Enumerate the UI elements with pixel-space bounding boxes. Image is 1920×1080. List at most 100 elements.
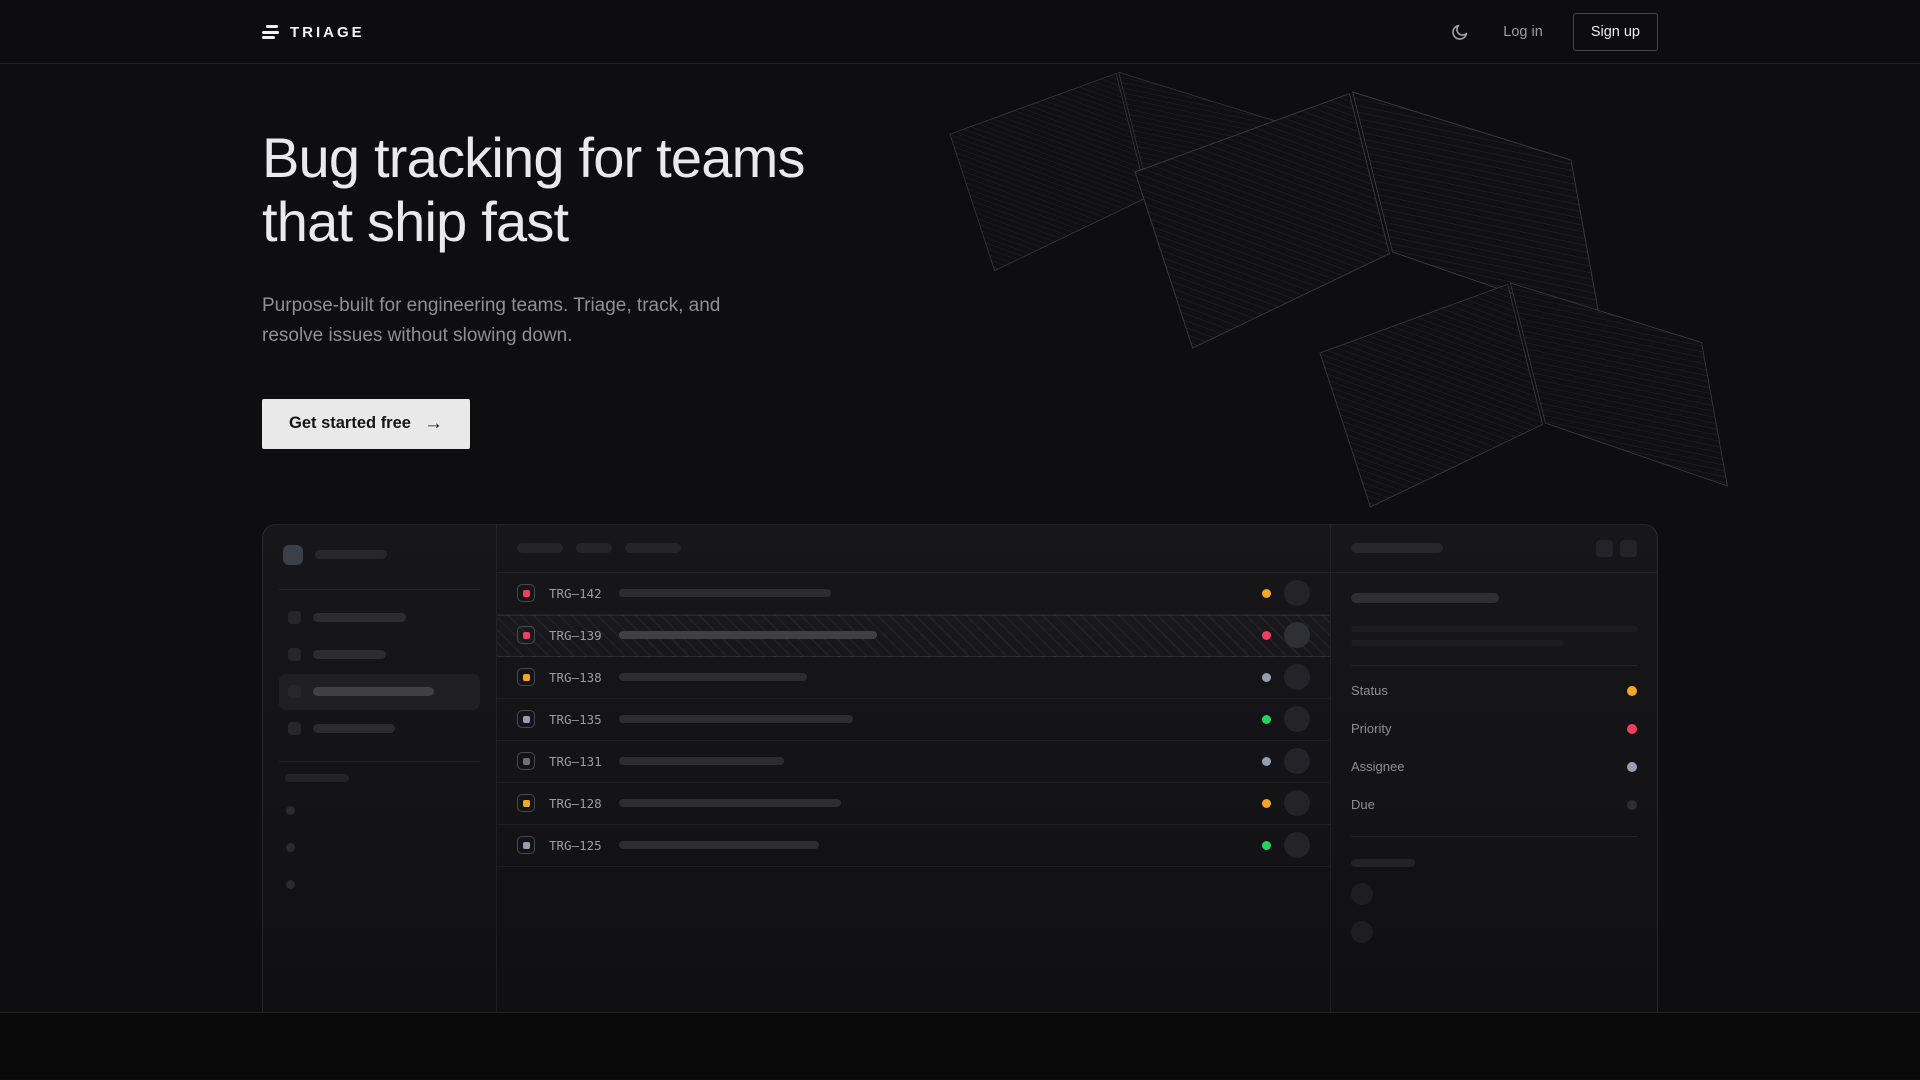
hero-title: Bug tracking for teams that ship fast bbox=[262, 126, 805, 254]
sidebar-item bbox=[279, 637, 480, 673]
issue-detail-panel: Status Priority Assignee Due bbox=[1331, 525, 1657, 1012]
issue-title-skeleton bbox=[619, 631, 877, 640]
detail-body: Status Priority Assignee Due bbox=[1331, 592, 1657, 943]
detail-title-pill-skeleton bbox=[1351, 543, 1443, 554]
issue-title-skeleton bbox=[619, 799, 841, 808]
field-label: Priority bbox=[1351, 721, 1392, 737]
detail-action-button[interactable] bbox=[1596, 539, 1613, 557]
filter-pill-skeleton bbox=[625, 543, 681, 554]
field-label: Status bbox=[1351, 683, 1388, 699]
sidebar-divider bbox=[279, 588, 480, 590]
issue-id: TRG–135 bbox=[549, 711, 602, 727]
issue-row[interactable]: TRG–125 bbox=[497, 825, 1330, 867]
description-line-skeleton bbox=[1351, 639, 1564, 646]
detail-divider bbox=[1351, 664, 1637, 666]
issue-id: TRG–139 bbox=[549, 627, 602, 643]
priority-icon bbox=[517, 752, 535, 771]
issue-rows: TRG–142 TRG–139 TRG–138 TRG–135 TRG–131 bbox=[497, 573, 1330, 867]
assignee-avatar bbox=[1284, 748, 1310, 775]
sidebar-item-active bbox=[279, 673, 480, 710]
detail-actions bbox=[1596, 539, 1637, 557]
workspace-switcher bbox=[279, 543, 480, 567]
app-mockup: TRG–142 TRG–139 TRG–138 TRG–135 TRG–131 bbox=[262, 523, 1658, 1012]
nav-actions: Log in Sign up bbox=[1446, 13, 1658, 51]
field-label: Assignee bbox=[1351, 759, 1405, 775]
assignee-avatar bbox=[1284, 790, 1310, 817]
status-dot bbox=[1262, 630, 1271, 640]
field-value-dot bbox=[1627, 723, 1637, 734]
comment-avatar-skeleton bbox=[1351, 882, 1373, 905]
get-started-button[interactable]: Get started free → bbox=[262, 398, 470, 449]
description-line-skeleton bbox=[1351, 625, 1638, 632]
assignee-avatar bbox=[1284, 622, 1310, 649]
issue-row[interactable]: TRG–138 bbox=[497, 657, 1330, 699]
issue-row[interactable]: TRG–128 bbox=[497, 783, 1330, 825]
status-dot bbox=[1262, 672, 1271, 682]
issue-title-skeleton bbox=[619, 715, 853, 724]
theme-toggle-button[interactable] bbox=[1446, 19, 1473, 46]
login-link[interactable]: Log in bbox=[1503, 24, 1543, 40]
activity-label-skeleton bbox=[1351, 858, 1415, 867]
priority-icon bbox=[517, 710, 535, 729]
assignee-avatar bbox=[1284, 580, 1310, 607]
issue-title-skeleton bbox=[619, 589, 831, 598]
assignee-avatar bbox=[1284, 832, 1310, 859]
priority-icon bbox=[517, 668, 535, 687]
detail-action-button[interactable] bbox=[1620, 539, 1637, 557]
workspace-name-skeleton bbox=[315, 550, 387, 560]
sidebar-dot bbox=[286, 842, 295, 852]
issue-id: TRG–128 bbox=[549, 795, 602, 811]
sidebar-item-icon bbox=[288, 611, 301, 625]
issue-row[interactable]: TRG–135 bbox=[497, 699, 1330, 741]
status-dot bbox=[1262, 714, 1271, 724]
hero-subtitle: Purpose-built for engineering teams. Tri… bbox=[262, 294, 721, 346]
filter-pill-skeleton bbox=[576, 543, 612, 554]
detail-field-row: Priority bbox=[1351, 710, 1637, 748]
brand-name: TRIAGE bbox=[290, 23, 365, 41]
issue-title-skeleton bbox=[619, 841, 819, 850]
sidebar-divider bbox=[279, 760, 480, 762]
issue-row[interactable]: TRG–131 bbox=[497, 741, 1330, 783]
assignee-avatar bbox=[1284, 664, 1310, 691]
issue-list-header bbox=[497, 525, 1330, 573]
issue-row[interactable]: TRG–139 bbox=[497, 614, 1330, 657]
detail-field-row: Due bbox=[1351, 786, 1637, 824]
issue-title-skeleton bbox=[619, 673, 807, 682]
detail-field-row: Assignee bbox=[1351, 748, 1637, 786]
priority-icon bbox=[517, 584, 535, 603]
issue-row[interactable]: TRG–142 bbox=[497, 573, 1330, 615]
priority-icon bbox=[517, 626, 535, 645]
moon-icon bbox=[1452, 24, 1468, 40]
field-value-dot bbox=[1627, 799, 1637, 810]
issue-id: TRG–142 bbox=[549, 585, 602, 601]
mockup-sidebar bbox=[263, 524, 497, 1012]
detail-field-row: Status bbox=[1351, 672, 1637, 710]
top-nav: TRIAGE Log in Sign up bbox=[0, 0, 1920, 64]
filter-pill-skeleton bbox=[517, 543, 563, 554]
issue-id: TRG–125 bbox=[549, 837, 602, 853]
sidebar-dot bbox=[286, 879, 295, 889]
priority-icon bbox=[517, 794, 535, 813]
issue-title-skeleton bbox=[619, 757, 784, 766]
detail-divider bbox=[1351, 835, 1637, 837]
priority-icon bbox=[517, 836, 535, 855]
issue-id: TRG–138 bbox=[549, 669, 602, 685]
arrow-right-icon: → bbox=[423, 413, 443, 435]
issue-id: TRG–131 bbox=[549, 753, 602, 769]
field-label: Due bbox=[1351, 797, 1375, 813]
signup-button[interactable]: Sign up bbox=[1572, 13, 1658, 51]
field-value-dot bbox=[1627, 685, 1637, 696]
hero-section: Bug tracking for teams that ship fast Pu… bbox=[0, 64, 1920, 1013]
issue-list-panel: TRG–142 TRG–139 TRG–138 TRG–135 TRG–131 bbox=[497, 524, 1331, 1012]
sidebar-item-icon bbox=[288, 648, 301, 662]
sidebar-dot bbox=[286, 805, 295, 815]
triage-logo-icon bbox=[262, 25, 279, 39]
sidebar-item-icon bbox=[288, 722, 301, 736]
status-dot bbox=[1262, 756, 1271, 766]
workspace-avatar bbox=[283, 544, 303, 565]
status-dot bbox=[1262, 588, 1271, 598]
sidebar-section-label-skeleton bbox=[285, 773, 349, 782]
detail-header bbox=[1331, 525, 1657, 573]
brand[interactable]: TRIAGE bbox=[262, 24, 365, 41]
